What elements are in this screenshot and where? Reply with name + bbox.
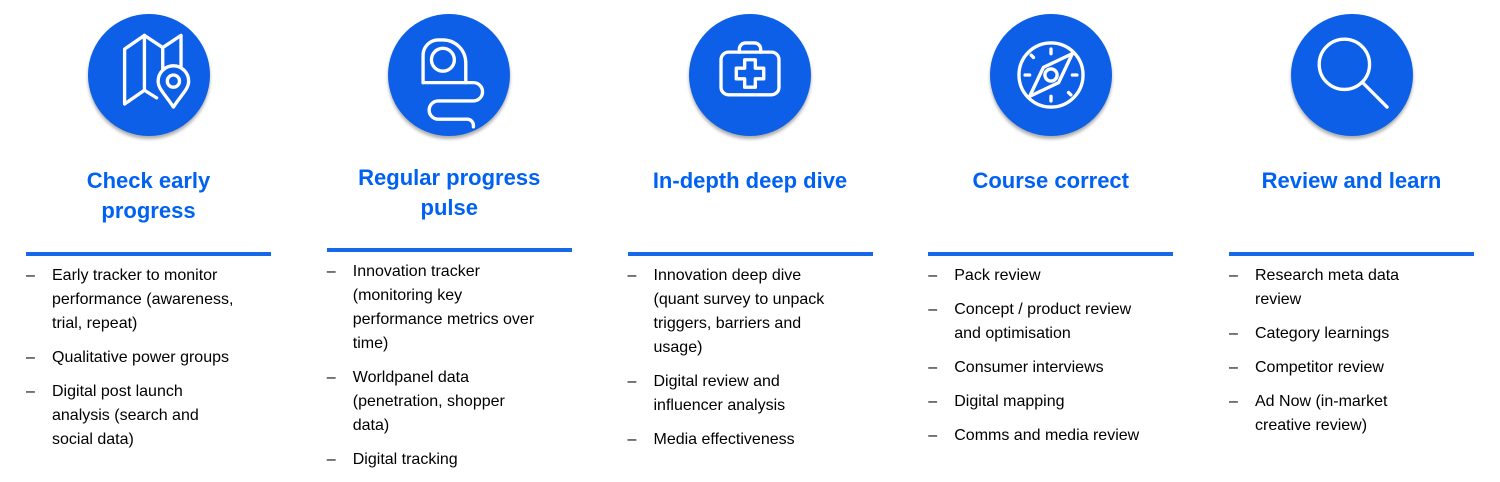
icon-wrap (628, 0, 873, 166)
bullet-text: Digital tracking (352, 451, 458, 468)
icon-circle (689, 14, 811, 136)
icon-wrap (26, 0, 271, 166)
icon-circle (87, 14, 210, 136)
bullet-text: Consumer interviews (954, 359, 1104, 376)
dash-marker: – (928, 359, 938, 376)
bullet-text: Early tracker to monitor performance (aw… (52, 267, 234, 332)
bullet-item: – Early tracker to monitor performance (… (26, 264, 271, 336)
icon-circle (989, 14, 1112, 136)
column-review-and-learn: Review and learn – Research meta data re… (1229, 0, 1474, 482)
bullet-item: – Worldpanel data (penetration, shopper … (327, 366, 572, 438)
dash-marker: – (928, 267, 938, 284)
column-title: Course correct (972, 168, 1129, 193)
bullet-text: Digital mapping (954, 393, 1065, 410)
bullet-item: – Digital review and influencer analysis (628, 370, 873, 418)
bullet-list: – Early tracker to monitor performance (… (26, 256, 271, 462)
bullet-item: – Digital post launch analysis (search a… (26, 380, 271, 452)
bullet-text: Innovation tracker (monitoring key perfo… (352, 263, 535, 352)
bullet-text: Digital review and influencer analysis (653, 373, 786, 414)
column-check-early-progress: Check early progress – Early tracker to … (26, 0, 271, 482)
column-title: Check early progress (86, 168, 211, 223)
column-regular-progress-pulse: Regular progress pulse – Innovation trac… (326, 0, 572, 482)
bullet-item: – Innovation tracker (monitoring key per… (327, 260, 572, 356)
dash-marker: – (1229, 393, 1238, 410)
dash-marker: – (326, 369, 336, 386)
bullet-text: Competitor review (1255, 359, 1384, 376)
dash-marker: – (627, 431, 637, 448)
icon-wrap (928, 0, 1173, 166)
bullet-item: – Ad Now (in-market creative review) (1229, 390, 1474, 438)
bullet-text: Media effectiveness (653, 431, 795, 448)
bullet-text: Research meta data review (1255, 267, 1400, 308)
bullet-text: Category learnings (1255, 325, 1390, 342)
dash-marker: – (326, 451, 336, 468)
bullet-text: Pack review (954, 267, 1041, 284)
bullet-item: – Media effectiveness (628, 428, 873, 452)
bullet-text: Digital post launch analysis (search and… (52, 383, 199, 448)
dash-marker: – (928, 393, 938, 410)
bullet-text: Qualitative power groups (52, 349, 229, 366)
dash-marker: – (627, 373, 637, 390)
bullet-item: – Digital tracking (327, 448, 572, 472)
dash-marker: – (1229, 325, 1238, 342)
map-location-pin-icon (122, 33, 190, 109)
bullet-list: – Innovation deep dive (quant survey to … (628, 256, 873, 462)
icon-wrap (1229, 0, 1474, 166)
icon-circle (388, 14, 511, 136)
compass-icon (1017, 41, 1085, 109)
bullet-list: – Innovation tracker (monitoring key per… (327, 252, 572, 482)
column-title: In-depth deep dive (652, 168, 848, 193)
icon-circle (1290, 14, 1413, 136)
divider-bar (1229, 252, 1474, 256)
bullet-item: – Digital mapping (928, 390, 1173, 414)
column-title: Regular progress pulse (358, 165, 541, 221)
dash-marker: – (26, 349, 35, 366)
magnifier-icon (1317, 37, 1389, 109)
bullet-list: – Pack review – Concept / product review… (928, 256, 1173, 458)
dash-marker: – (1229, 267, 1238, 284)
bullet-item: – Competitor review (1229, 356, 1474, 380)
divider-bar (928, 252, 1174, 256)
dash-marker: – (928, 427, 938, 444)
column-course-correct: Course correct – Pack review – Concept /… (928, 0, 1174, 482)
divider-bar (627, 252, 873, 256)
bullet-item: – Comms and media review (928, 424, 1173, 448)
bullet-text: Comms and media review (954, 427, 1140, 444)
dash-marker: – (26, 383, 35, 400)
bullet-text: Ad Now (in-market creative review) (1255, 393, 1388, 434)
icon-wrap (327, 0, 572, 163)
bullet-item: – Category learnings (1229, 322, 1474, 346)
first-aid-kit-icon (719, 41, 781, 97)
bullet-item: – Pack review (928, 264, 1173, 288)
column-title: Review and learn (1261, 168, 1442, 193)
dash-marker: – (627, 267, 637, 284)
tape-measure-icon (421, 38, 485, 129)
bullet-item: – Concept / product review and optimisat… (928, 298, 1173, 346)
divider-bar (326, 248, 572, 252)
bullet-item: – Consumer interviews (928, 356, 1173, 380)
bullet-list: – Research meta data review – Category l… (1229, 256, 1474, 448)
column-in-depth-deep-dive: In-depth deep dive – Innovation deep div… (627, 0, 873, 482)
divider-bar (26, 252, 271, 256)
dash-marker: – (26, 267, 35, 284)
bullet-text: Innovation deep dive (quant survey to un… (653, 267, 825, 356)
bullet-text: Worldpanel data (penetration, shopper da… (352, 369, 505, 434)
bullet-item: – Qualitative power groups (26, 346, 271, 370)
dash-marker: – (326, 263, 336, 280)
dash-marker: – (928, 301, 938, 318)
bullet-text: Concept / product review and optimisatio… (954, 301, 1132, 342)
bullet-item: – Innovation deep dive (quant survey to … (628, 264, 873, 360)
dash-marker: – (1229, 359, 1238, 376)
bullet-item: – Research meta data review (1229, 264, 1474, 312)
